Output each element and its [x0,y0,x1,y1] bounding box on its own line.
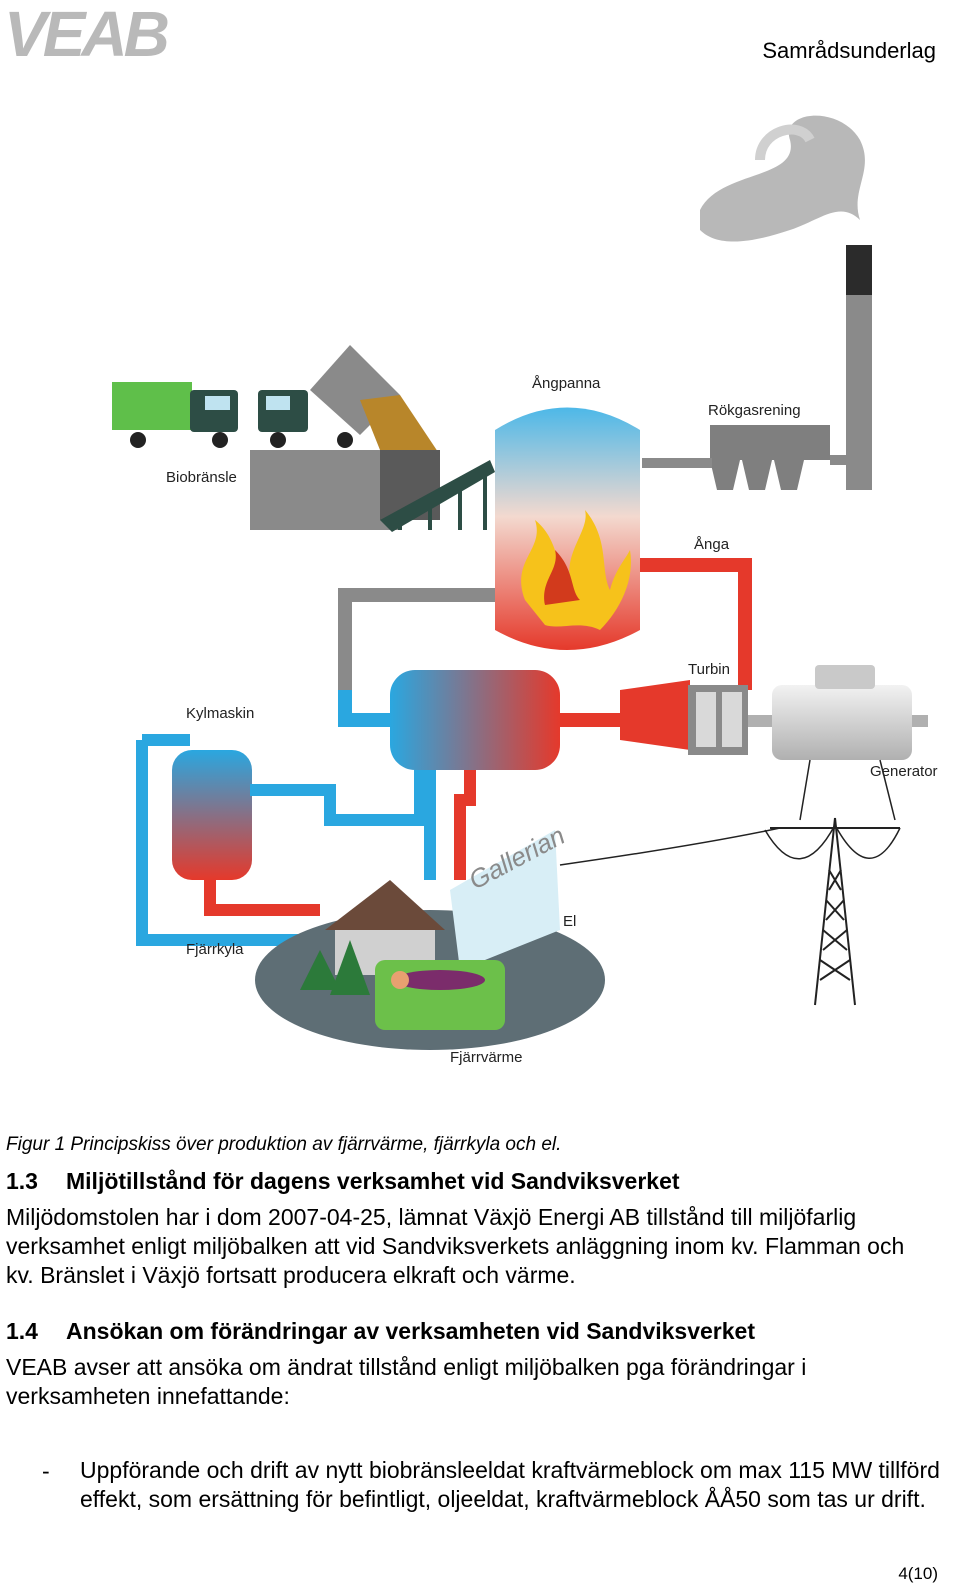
figure-caption: Figur 1 Principskiss över produktion av … [6,1134,562,1155]
chimney [846,245,872,490]
label-fjarrkyla: Fjärrkyla [186,941,244,958]
return-pipe [338,588,495,690]
bullet-item: Uppförande och drift av nytt biobränslee… [80,1457,940,1512]
heating-supply-pipe [454,770,476,880]
steam-pipe [640,558,752,690]
label-el: El [563,913,576,930]
section-body-1-4: VEAB avser att ansöka om ändrat tillstån… [6,1354,807,1409]
cooling-return-pipe [204,880,320,916]
label-biobransle: Biobränsle [166,469,237,486]
section-heading-1-4: 1.4 Ansökan om förändringar av verksamhet… [6,1318,755,1345]
section-title: Ansökan om förändringar av verksamheten … [66,1318,755,1344]
section-heading-1-3: 1.3 Miljötillstånd för dagens verksamhet … [6,1168,680,1195]
district-cooling-pipe [136,740,300,946]
section-number: 1.3 [6,1168,38,1194]
biofuel-truck-green [112,382,238,448]
page-number: 4(10) [898,1564,938,1583]
pylon [770,817,900,1006]
label-fjarrvarme: Fjärrvärme [450,1049,523,1066]
label-rokgasrening: Rökgasrening [708,402,801,419]
flue-gas-cleaning [642,425,848,490]
smoke-plume [700,115,865,242]
cold-pipe-top [338,690,390,727]
label-anga: Ånga [694,536,730,553]
sofa-person [375,960,505,1030]
bullet-marker: - [42,1458,50,1484]
steam-boiler [495,407,640,650]
power-lines [559,759,901,866]
cooling-pipe-1 [250,770,426,826]
label-angpanna: Ångpanna [532,375,601,392]
veab-logo: VEAB [4,0,170,70]
label-turbin: Turbin [688,661,730,678]
heat-exchanger-tank [390,670,625,770]
district-heating-diagram: Rökgasrening Biobränsle Ångpanna Ånga [112,115,938,1066]
label-kylmaskin: Kylmaskin [186,705,254,722]
document-type: Samrådsunderlag [762,38,936,63]
section-title: Miljötillstånd för dagens verksamhet vid… [66,1168,680,1194]
turbine [620,680,748,755]
generator [748,665,928,760]
biofuel-truck-dumper [258,345,440,455]
section-body-1-3: Miljödomstolen har i dom 2007-04-25, läm… [6,1204,905,1288]
section-number: 1.4 [6,1318,38,1344]
chiller [172,750,252,880]
fuel-storage [250,450,495,532]
label-generator: Generator [870,763,938,780]
trees [300,940,370,995]
